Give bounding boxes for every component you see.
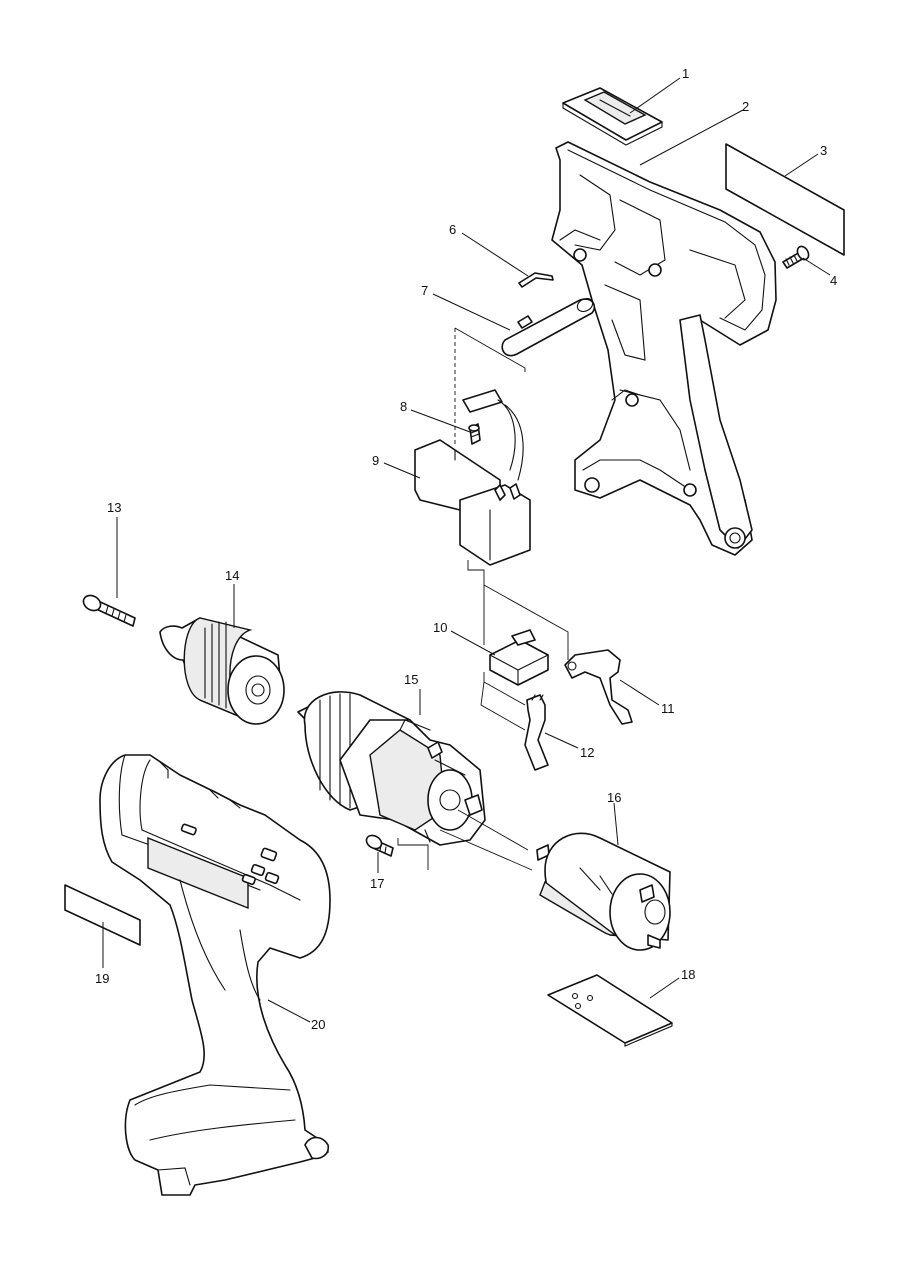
callout-3: 3 — [820, 143, 827, 158]
callout-1: 1 — [682, 66, 689, 81]
part-9-switch — [414, 389, 531, 566]
part-6-clip — [518, 272, 554, 288]
part-20-drill-housing — [99, 754, 331, 1196]
part-17-screw — [365, 834, 394, 857]
part-7-rod — [501, 297, 596, 357]
callout-2: 2 — [742, 99, 749, 114]
callout-19: 19 — [95, 971, 109, 986]
callout-labels: 1 2 3 4 6 7 8 9 10 11 12 13 14 15 16 17 … — [95, 66, 837, 1032]
callout-4: 4 — [830, 273, 837, 288]
part-3-label — [725, 143, 845, 256]
part-19-label — [64, 884, 141, 946]
callout-14: 14 — [225, 568, 239, 583]
callout-15: 15 — [404, 672, 418, 687]
part-10-connector — [489, 629, 549, 686]
callout-17: 17 — [370, 876, 384, 891]
callout-13: 13 — [107, 500, 121, 515]
part-4-screw — [782, 245, 810, 269]
callout-6: 6 — [449, 222, 456, 237]
callout-20: 20 — [311, 1017, 325, 1032]
part-14-drill-chuck — [159, 617, 285, 725]
part-13-bolt — [82, 594, 136, 627]
part-1-cover-plate — [562, 87, 663, 146]
part-11-bracket — [564, 649, 633, 725]
callout-16: 16 — [607, 790, 621, 805]
callout-18: 18 — [681, 967, 695, 982]
callout-7: 7 — [421, 283, 428, 298]
callout-10: 10 — [433, 620, 447, 635]
part-16-motor — [536, 832, 671, 951]
callout-12: 12 — [580, 745, 594, 760]
part-12-clip — [524, 694, 549, 771]
callout-8: 8 — [400, 399, 407, 414]
part-18-plate — [547, 974, 673, 1047]
callout-11: 11 — [661, 701, 675, 716]
callout-9: 9 — [372, 453, 379, 468]
part-15-gear-assembly — [297, 691, 486, 846]
leader-lines — [102, 77, 831, 1023]
part-2-housing-half — [551, 141, 777, 556]
part-8-screw — [468, 423, 481, 445]
